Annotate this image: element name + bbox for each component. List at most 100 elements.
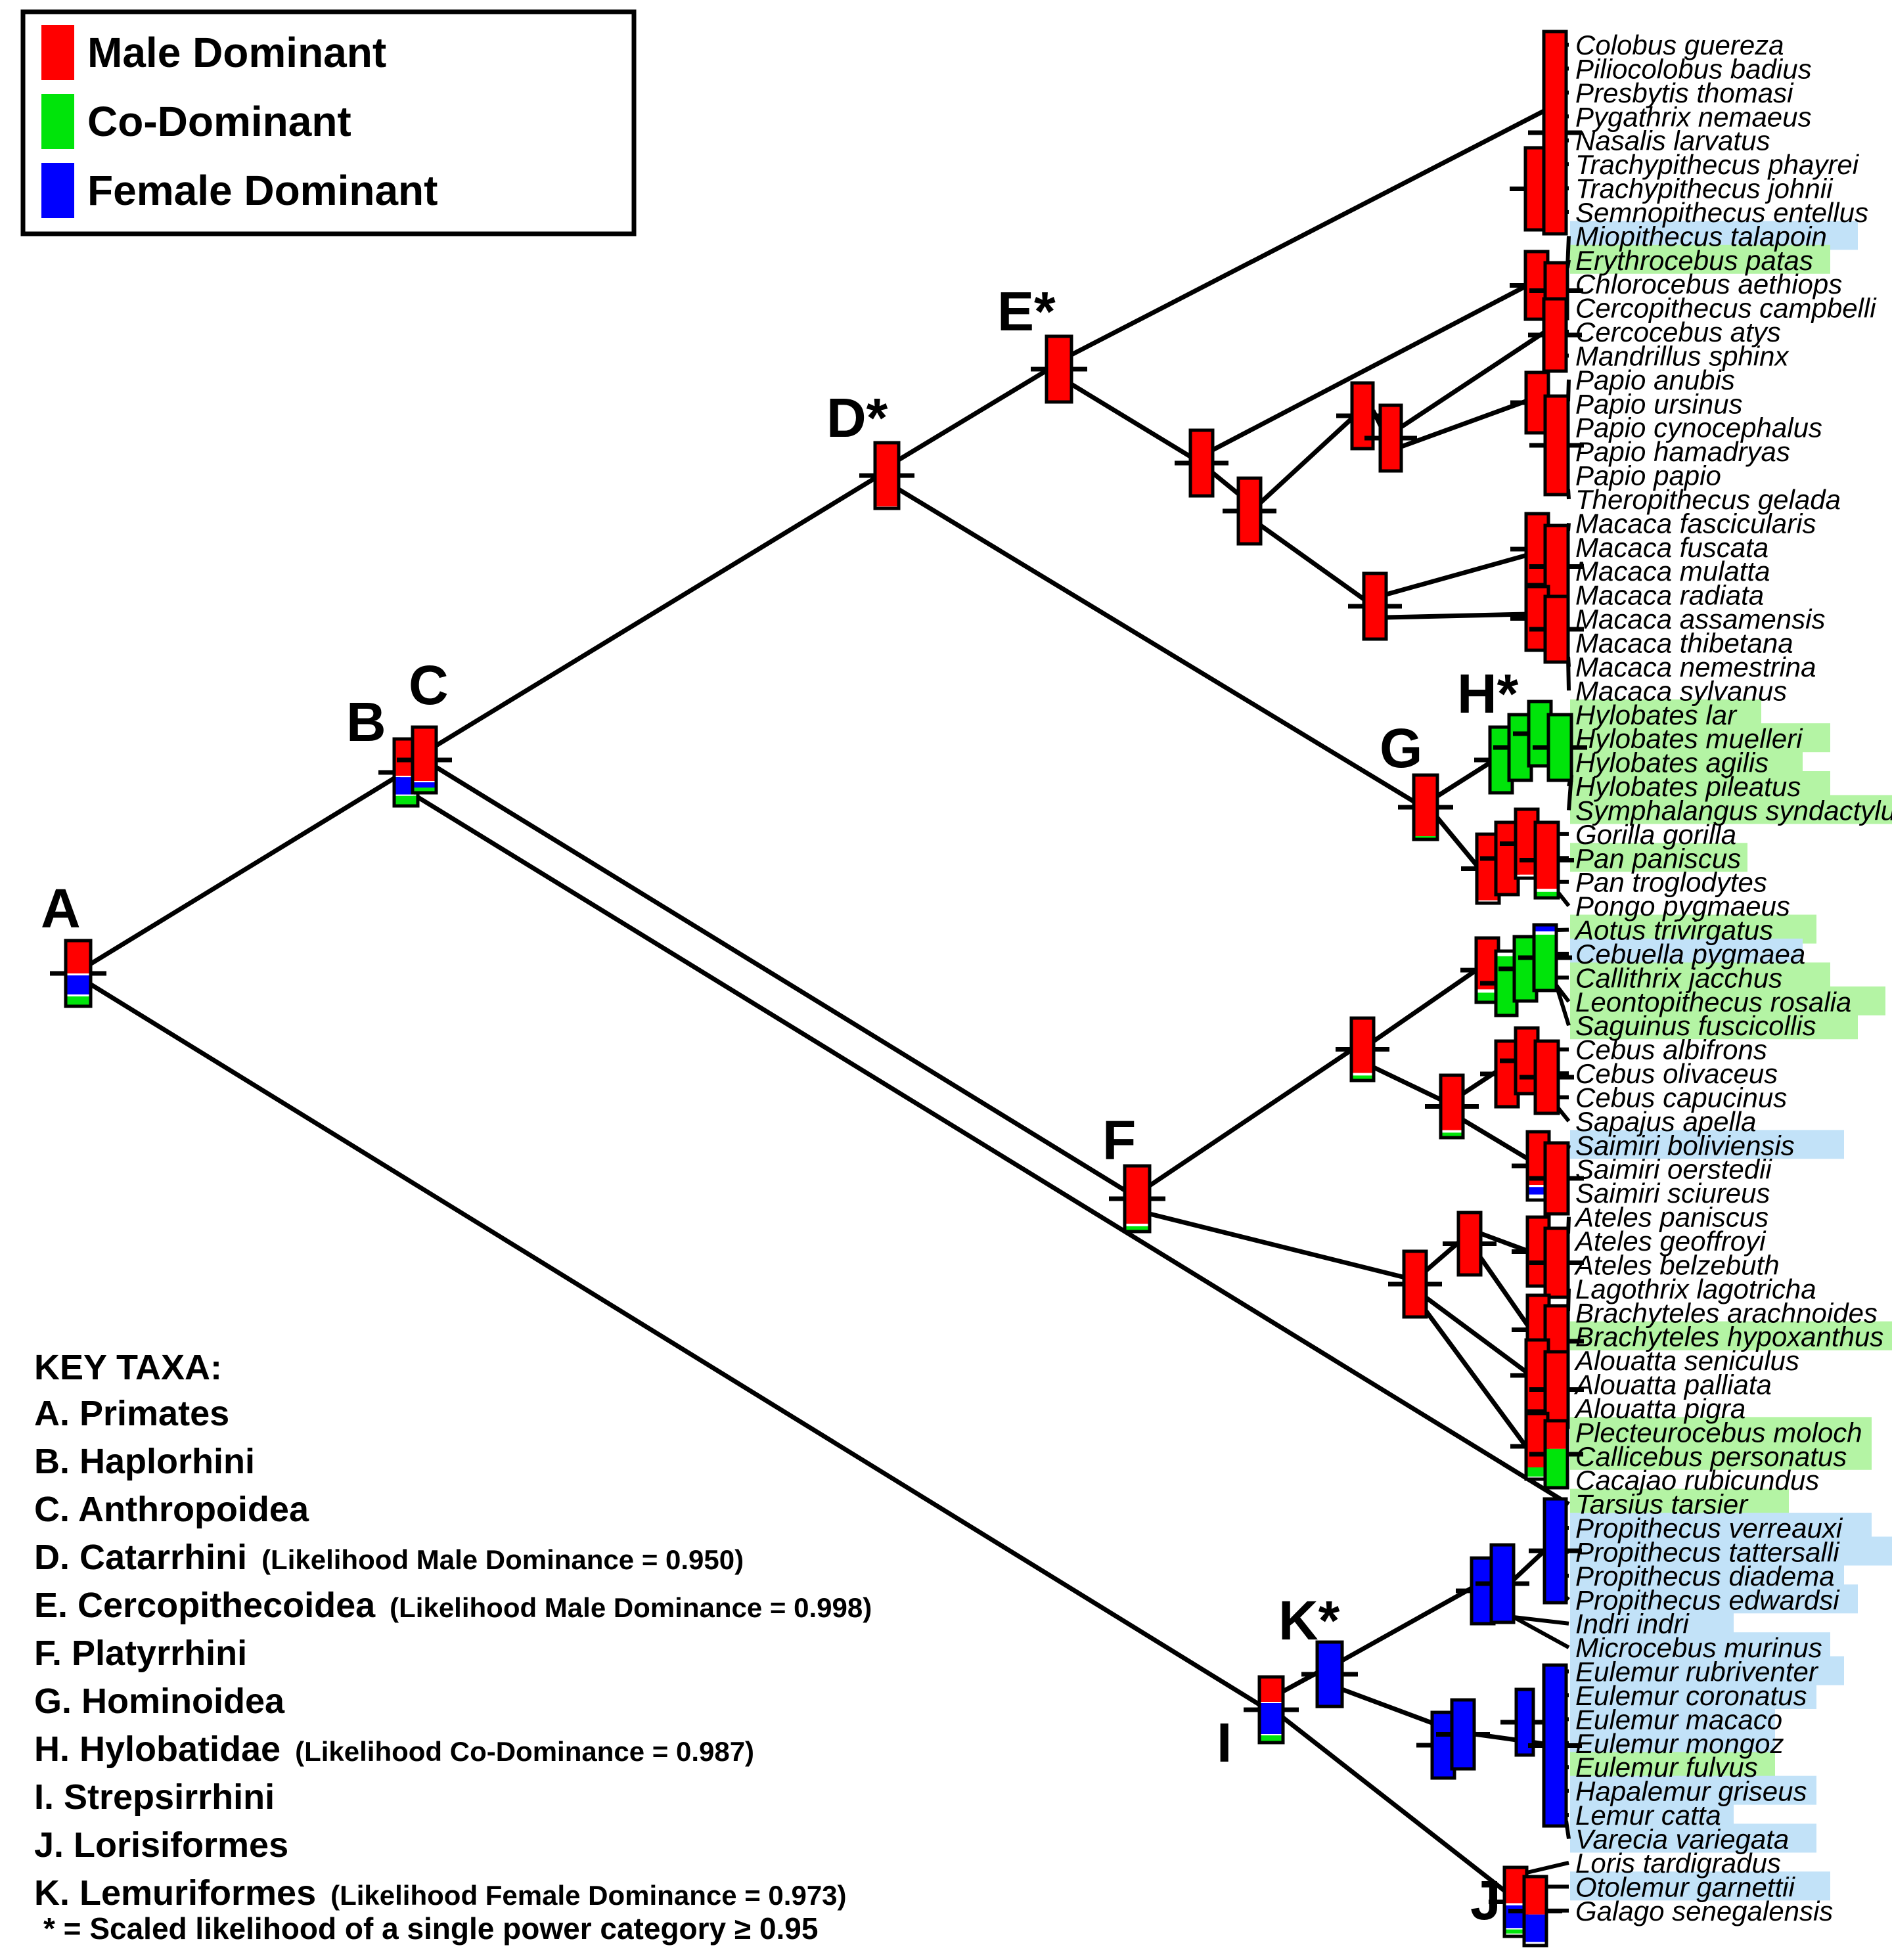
species-label: Miopithecus talapoin [1575,221,1827,252]
bar-outline [1188,428,1215,498]
species-label: Nasalis larvatus [1575,125,1770,156]
species-label: Pan paniscus [1575,843,1741,874]
species-label: Cercocebus atys [1575,317,1781,347]
bar-segment [1441,1130,1463,1133]
clade-bar-INDB [1475,1543,1529,1624]
key-taxa-entry: E. Cercopithecoidea(Likelihood Male Domi… [34,1586,872,1625]
bar-segment [1534,935,1556,991]
species-label: Saguinus fuscicollis [1575,1010,1816,1041]
clade-bar-LEMB [1436,1698,1490,1771]
bar-segment [1259,1702,1283,1703]
leaf-branch [1512,1615,1570,1649]
species-label: Cebuella pygmaea [1575,939,1805,969]
bar-segment [1047,336,1071,402]
species-label: Eulemur fulvus [1575,1752,1758,1783]
clade-bar-E3 [1223,476,1276,546]
bar-outline [1045,334,1073,404]
bar-segment [1441,1075,1463,1130]
clade-bar-PAP1 [1528,297,1582,373]
species-label: Cacajao rubicundus [1575,1465,1819,1496]
key-taxa-entry: B. Haplorhini [34,1442,255,1481]
clade-bar-MAC4 [1529,594,1584,664]
species-label: Hylobates muelleri [1575,723,1803,754]
species-label: Ateles belzebuth [1573,1249,1780,1280]
tree-branch [1479,1257,1531,1328]
species-label: Erythrocebus patas [1575,245,1813,276]
species-label: Otolemur garnettii [1575,1871,1795,1902]
species-label: Trachypithecus johnii [1575,173,1834,204]
leaf-highlight [1570,1871,1830,1901]
bar-segment [1404,1251,1426,1317]
bar-outline [1543,394,1570,497]
leaf-branch [1526,1860,1569,1875]
bar-outline [1522,1875,1548,1948]
clade-bar-J2 [1508,1875,1562,1948]
species-label: Plecteurocebus moloch [1575,1417,1862,1448]
clade-bar-LEMC [1528,1663,1582,1828]
species-label: Eulemur rubriventer [1575,1657,1819,1687]
key-taxa-title: KEY TAXA: [34,1348,222,1387]
bar-outline [1532,923,1558,992]
tree-branch [413,793,1570,1506]
species-label: Hylobates lar [1575,700,1738,730]
bar-outline [1402,1249,1428,1319]
species-label: Papio cynocephalus [1575,412,1822,443]
key-taxa-entry: A. Primates [34,1394,229,1433]
clade-bar-SAI2 [1529,1141,1584,1216]
node-label-H: H* [1457,663,1519,724]
clade-bar-X1 [1388,1249,1442,1319]
leaf-highlight [1570,1440,1872,1470]
bar-segment [1544,299,1566,371]
species-label: Alouatta seniculus [1573,1345,1799,1376]
bar-segment [394,776,418,778]
bar-segment [1491,1545,1514,1622]
tree-branch [1424,1295,1529,1375]
bar-outline [1350,381,1375,451]
bar-outline [1542,1663,1568,1828]
species-label: Lagothrix lagotricha [1575,1274,1816,1304]
bar-segment [875,443,899,506]
species-label: Alouatta palliata [1573,1370,1772,1400]
species-label: Presbytis thomasi [1575,78,1794,108]
species-label: Eulemur mongoz [1575,1728,1784,1759]
bar-segment [1545,1448,1567,1488]
bar-segment [394,794,418,796]
key-taxa-entry: C. Anthropoidea [34,1490,309,1529]
bar-segment [1259,1734,1283,1735]
species-label: Callicebus personatus [1575,1441,1847,1472]
bar-outline [1257,1675,1285,1745]
clade-bar-PIT2 [1529,1419,1583,1490]
bar-segment [1125,1166,1150,1224]
legend-label: Female Dominant [87,167,438,214]
species-label: Macaca sylvanus [1575,675,1787,706]
bar-segment [413,727,436,781]
bar-segment [66,973,91,975]
clade-bar-D [859,441,914,510]
leaf-highlight [1570,1823,1816,1853]
species-label: Macaca radiata [1575,580,1764,611]
key-taxa-entry: F. Platyrrhini [34,1634,247,1673]
leaf-branch [1554,985,1571,1027]
bar-segment [1545,1228,1568,1297]
bar-outline [1456,1211,1483,1277]
bar-segment [1544,32,1566,234]
leaf-highlight [1570,843,1747,872]
bar-outline [873,441,901,510]
tree-branch [897,487,1420,807]
bar-segment [1535,889,1558,892]
key-taxa-entry: H. Hylobatidae(Likelihood Co-Dominance =… [34,1729,754,1769]
species-label: Saimiri sciureus [1575,1178,1770,1209]
bar-segment [1458,1213,1481,1275]
node-label-D: D* [826,387,888,449]
bar-segment [413,781,436,782]
key-taxa-entry: I. Strepsirrhini [34,1777,275,1817]
clade-bar-INDC [1529,1497,1582,1605]
bar-segment [1535,891,1558,898]
leaf-highlight [1570,1130,1844,1159]
clade-bar-MACN [1348,571,1402,641]
bar-segment [1259,1677,1283,1702]
bar-segment [1527,1185,1549,1188]
bar-outline [1378,403,1403,473]
species-label: Piliocolobus badius [1575,53,1812,84]
